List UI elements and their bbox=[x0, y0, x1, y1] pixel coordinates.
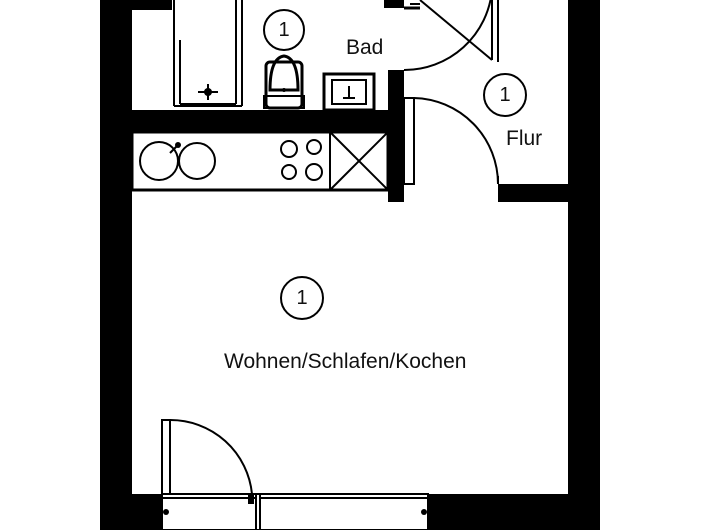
wall-left-exterior bbox=[100, 0, 132, 530]
room-name: Flur bbox=[506, 127, 542, 150]
wall-flur-bottom bbox=[498, 184, 568, 202]
room-name: Bad bbox=[346, 36, 383, 59]
room-number: 1 bbox=[499, 84, 510, 106]
wall-bad-right bbox=[388, 70, 404, 132]
flur-door bbox=[403, 97, 499, 185]
wall-bad-bottom bbox=[132, 110, 404, 132]
wall-right-exterior bbox=[568, 0, 600, 530]
room-number: 1 bbox=[296, 287, 307, 309]
room-flur: 1 Flur bbox=[483, 73, 542, 150]
bad-door bbox=[403, 0, 499, 72]
room-door bbox=[161, 418, 253, 495]
room-number-badge bbox=[263, 9, 305, 51]
toilet bbox=[263, 54, 305, 110]
kitchen-counter bbox=[130, 130, 390, 192]
wall-flur-left-stub bbox=[388, 132, 404, 202]
wall-top-bad-left bbox=[132, 0, 172, 10]
wall-top-door-jamb bbox=[384, 0, 404, 8]
shower bbox=[173, 0, 243, 107]
wall-bottom-right bbox=[428, 494, 600, 530]
room-number-badge bbox=[483, 73, 527, 117]
wall-bottom-left bbox=[100, 494, 162, 530]
room-name: Wohnen/Schlafen/Kochen bbox=[224, 350, 466, 373]
room-number: 1 bbox=[278, 19, 289, 41]
room-number-badge bbox=[280, 276, 324, 320]
window-bottom bbox=[161, 493, 429, 530]
room-wohnen: 1 Wohnen/Schlafen/Kochen bbox=[224, 276, 466, 373]
room-bad: 1 Bad bbox=[263, 9, 383, 59]
washbasin bbox=[322, 72, 376, 112]
